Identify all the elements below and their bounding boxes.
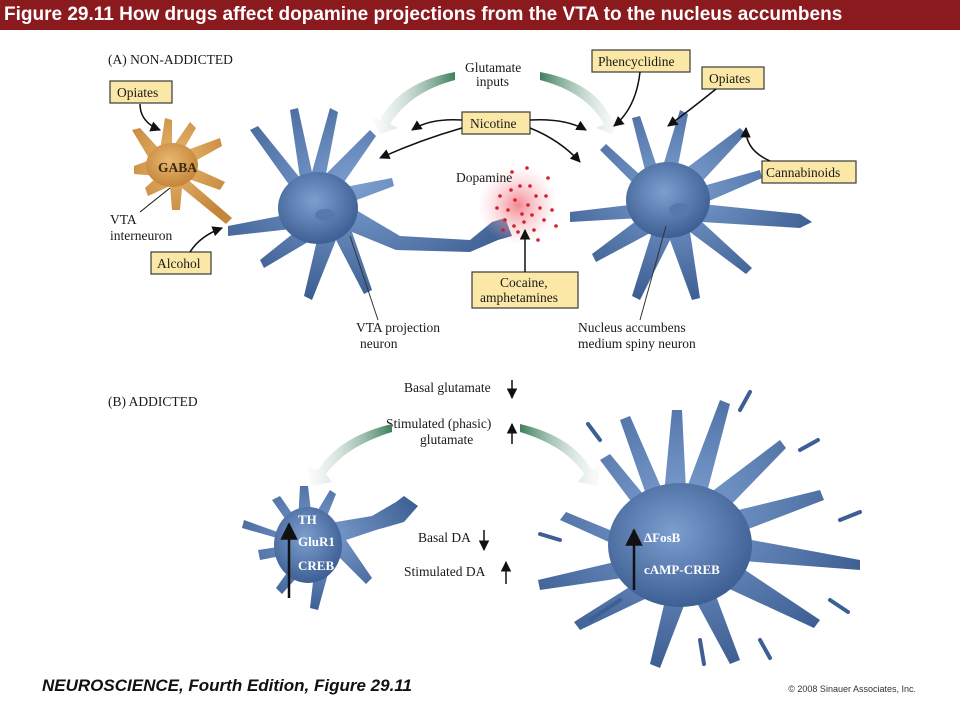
title-bar: Figure 29.11 How drugs affect dopamine p… [0, 0, 960, 30]
cocaine-label-2: amphetamines [480, 290, 558, 305]
alcohol-box [150, 251, 212, 275]
stimulated-da-label: Stimulated DA [404, 564, 486, 579]
cannabinoids-box [761, 160, 857, 184]
stimulated-glutamate-label-1: Stimulated (phasic) [386, 416, 491, 431]
dopamine-label: Dopamine [456, 170, 512, 185]
nac-marker-dfosb: ΔFosB [644, 530, 681, 545]
nicotine-arrow-vta [379, 127, 463, 159]
nicotine-label: Nicotine [470, 116, 517, 131]
nucleus-accumbens-pointer [639, 225, 667, 321]
cocaine-label-1: Cocaine, [500, 275, 548, 290]
phencyclidine-label: Phencyclidine [598, 54, 674, 69]
basal-glutamate-label: Basal glutamate [404, 380, 491, 395]
opiates-right-box [701, 66, 765, 90]
cannabinoids-arrow [740, 126, 771, 162]
opiates-left-arrow [139, 103, 161, 132]
phencyclidine-box [591, 49, 691, 73]
vta-projection-pointer [349, 235, 379, 321]
opiates-right-label: Opiates [709, 71, 750, 86]
stimulated-glutamate-label-2: glutamate [420, 432, 473, 447]
nicotine-arrow-nac [529, 127, 581, 163]
vta-projection-label-2: neuron [360, 336, 398, 351]
gaba-interneuron: GABA [132, 118, 232, 224]
cocaine-box [471, 271, 579, 309]
glutamate-terminal-left [372, 72, 455, 134]
vta-marker-creb: CREB [298, 558, 334, 573]
glutamate-terminal-b-right [520, 424, 600, 486]
cannabinoids-label: Cannabinoids [766, 165, 840, 180]
nicotine-box [461, 111, 531, 135]
panel-b-heading: (B) ADDICTED [108, 394, 198, 409]
gaba-label: GABA [158, 160, 197, 175]
figure-diagram: (A) NON-ADDICTED GABA Dopamine [108, 49, 862, 668]
glutamate-terminal-right [540, 72, 620, 134]
vta-interneuron-label-1: VTA [110, 212, 137, 227]
phencyclidine-arrow [613, 71, 641, 127]
basal-da-label: Basal DA [418, 530, 471, 545]
nucleus-accumbens-neuron [570, 110, 812, 300]
opiates-left-box [109, 80, 173, 104]
copyright-notice: © 2008 Sinauer Associates, Inc. [788, 684, 916, 694]
nicotine-arrow-right-terminal [529, 118, 587, 131]
alcohol-label: Alcohol [157, 256, 201, 271]
nicotine-arrow-left-terminal [411, 118, 463, 131]
vta-marker-glur1: GluR1 [298, 534, 335, 549]
nucleus-accumbens-label-1: Nucleus accumbens [578, 320, 686, 335]
dopamine-release: Dopamine [456, 165, 558, 245]
nac-marker-camp-creb: cAMP-CREB [644, 562, 720, 577]
vta-interneuron-pointer [139, 187, 171, 213]
opiates-left-label: Opiates [117, 85, 158, 100]
vta-marker-th: TH [298, 512, 317, 527]
glutamate-inputs-label-1: Glutamate [465, 60, 521, 75]
panel-a-heading: (A) NON-ADDICTED [108, 52, 233, 67]
glutamate-inputs-label-2: inputs [476, 74, 509, 89]
nucleus-accumbens-neuron-addicted [538, 390, 862, 668]
vta-interneuron-label-2: interneuron [110, 228, 172, 243]
nucleus-accumbens-label-2: medium spiny neuron [578, 336, 696, 351]
vta-projection-neuron [228, 108, 512, 300]
glutamate-terminal-b-left [308, 424, 392, 486]
figure-title: Figure 29.11 How drugs affect dopamine p… [4, 4, 843, 25]
alcohol-arrow [189, 226, 223, 253]
book-citation: NEUROSCIENCE, Fourth Edition, Figure 29.… [42, 676, 412, 695]
vta-projection-label-1: VTA projection [356, 320, 440, 335]
opiates-right-arrow [667, 88, 717, 127]
